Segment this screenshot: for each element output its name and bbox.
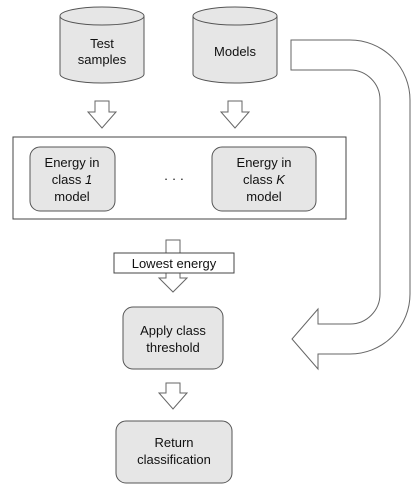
apply-threshold-line1: Apply class xyxy=(140,323,206,338)
lowest-energy-text: Lowest energy xyxy=(132,256,217,271)
energy-class-1-node: Energy in class 1 model xyxy=(29,146,116,212)
arrow-down-icon xyxy=(157,382,189,410)
models-to-threshold-arrow-icon xyxy=(290,39,411,371)
arrow-down-icon xyxy=(219,100,251,129)
energy-class-k-line1: Energy in xyxy=(237,155,292,170)
energy-class-1-line3: model xyxy=(54,189,90,204)
test-samples-datastore: Test samples xyxy=(59,6,145,84)
ellipsis: · · · xyxy=(164,171,184,186)
test-samples-label-line2: samples xyxy=(78,52,127,67)
energy-class-1-line1: Energy in xyxy=(45,155,100,170)
energy-class-1-line2: class 1 xyxy=(52,172,92,187)
models-label: Models xyxy=(214,44,256,59)
energy-class-k-line2: class K xyxy=(243,172,286,187)
arrow-down-icon xyxy=(86,100,118,129)
energy-class-k-node: Energy in class K model xyxy=(211,146,317,212)
return-classification-line1: Return xyxy=(154,435,193,450)
test-samples-label-line1: Test xyxy=(90,36,114,51)
return-classification-line2: classification xyxy=(137,452,211,467)
lowest-energy-label: Lowest energy xyxy=(113,252,235,274)
apply-threshold-node: Apply class threshold xyxy=(122,306,224,370)
energy-class-k-line3: model xyxy=(246,189,282,204)
models-datastore: Models xyxy=(192,6,278,84)
apply-threshold-line2: threshold xyxy=(146,340,199,355)
return-classification-node: Return classification xyxy=(115,420,233,484)
